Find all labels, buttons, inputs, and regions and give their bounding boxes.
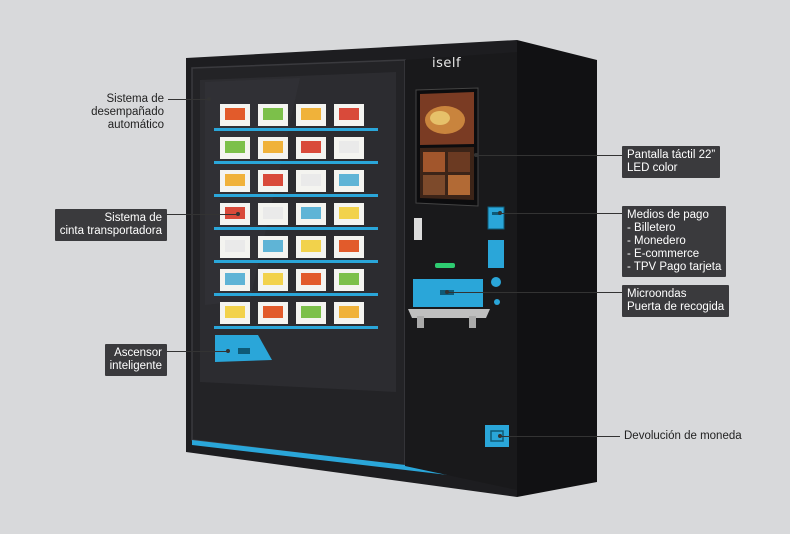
leader-line [168,99,208,100]
food-label [301,273,321,285]
callout-cinta: Sistema de cinta transportadora [54,209,167,241]
food-label [225,273,245,285]
leader-line [500,213,622,214]
side-slot [414,218,422,240]
food-label [339,273,359,285]
food-label [301,240,321,252]
coin-slot [491,277,501,287]
machine-side-panel [517,40,597,497]
food-label [225,240,245,252]
food-label [263,174,283,186]
food-label [263,108,283,120]
leader-dot [207,97,211,101]
callout-text: LED color [627,162,678,174]
card-terminal [488,240,504,268]
callout-text: - TPV Pago tarjeta [627,261,722,273]
shelf-rail [214,194,378,197]
food-label [225,207,245,219]
callout-text: Sistema de [104,212,162,224]
leader-line [447,292,622,293]
food-label [339,141,359,153]
leader-line [500,436,620,437]
food-label [263,207,283,219]
food-label [263,141,283,153]
food-label [225,306,245,318]
food-label [339,240,359,252]
food-label [301,306,321,318]
callout-devolucion: Devolución de moneda [624,430,742,443]
leader-dot [226,349,230,353]
shelf-rail [214,260,378,263]
food-label [225,141,245,153]
food-label [301,108,321,120]
callout-text: Microondas [627,288,687,300]
callout-microondas: Microondas Puerta de recogida [622,285,730,317]
food-label [263,306,283,318]
product-shelves [214,104,378,329]
callout-pago: Medios de pago - Billetero - Monedero - … [622,206,727,277]
callout-text: desempañado [91,106,164,118]
food-label [339,306,359,318]
shelf-rail [214,227,378,230]
food-label [339,108,359,120]
callout-text: Puerta de recogida [627,301,725,313]
leader-dot [445,290,449,294]
shelf-rail [214,161,378,164]
shelf-rail [214,128,378,131]
callout-text: Ascensor [114,347,162,359]
leader-line [167,351,227,352]
callout-text: Pantalla táctil 22” [627,149,716,161]
food-label [263,240,283,252]
callout-text: - Monedero [627,235,686,247]
callout-pantalla: Pantalla táctil 22” LED color [622,146,721,178]
leader-dot [236,212,240,216]
shelf-rail [214,326,378,329]
brand-logo: iself [432,56,462,71]
food-label [301,174,321,186]
food-label [301,141,321,153]
callout-text: inteligente [109,360,162,372]
leader-dot [498,211,502,215]
callout-ascensor: Ascensor inteligente [104,344,167,376]
bill-acceptor [487,206,505,230]
callout-text: Devolución de moneda [624,430,742,442]
green-indicator [435,263,455,268]
callout-text: Medios de pago [627,209,709,221]
pickup-tray [408,309,490,318]
leader-line [167,214,237,215]
callout-text: Sistema de [106,93,164,105]
food-label [339,207,359,219]
leader-dot [498,434,502,438]
touch-screen[interactable] [415,87,479,207]
callout-desempanado: Sistema de desempañado automático [91,93,164,132]
leader-dot [474,153,478,157]
callout-text: cinta transportadora [59,225,162,237]
status-light [494,299,500,305]
food-label [301,207,321,219]
food-label [225,108,245,120]
leader-line [476,155,622,156]
shelf-rail [214,293,378,296]
callout-text: - Billetero [627,222,676,234]
food-label [225,174,245,186]
food-label [339,174,359,186]
callout-text: - E-commerce [627,248,700,260]
callout-text: automático [107,119,164,131]
food-label [263,273,283,285]
